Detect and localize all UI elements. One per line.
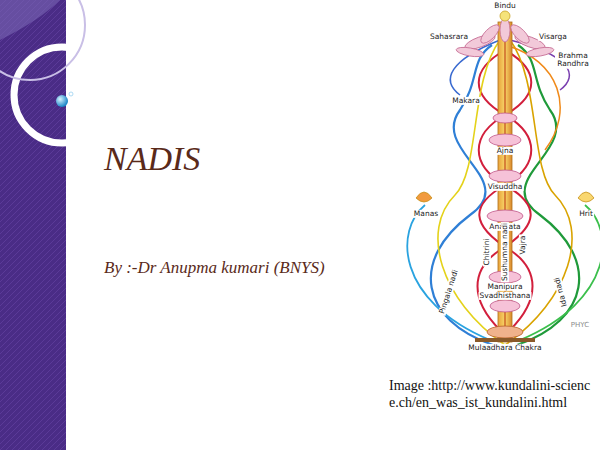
chakra-label: Ida nadi (553, 275, 569, 308)
deco-ball (56, 95, 68, 107)
chakra-label: Manipura (486, 283, 523, 291)
chakra-label: Hrit (578, 210, 594, 218)
chakra-label: Visarga (538, 33, 568, 41)
corner-shade (0, 0, 60, 40)
chakra-label: Vajra (519, 235, 527, 256)
deco-dot (69, 92, 73, 96)
chakra-label: Chitrini (483, 237, 491, 266)
chakra-label: Svadhisthana (479, 292, 532, 300)
deco-ring (0, 0, 85, 80)
chakra-label: Bindu (493, 2, 517, 10)
slide-title: NADIS (104, 140, 200, 178)
kundalini-figure (407, 11, 600, 345)
chakra-label: Sushumna nadi (501, 222, 509, 282)
image-credit: Image :http://www.kundalini-science.ch/e… (389, 378, 594, 412)
side-strip (0, 0, 66, 450)
watermark: PHYC (570, 322, 590, 330)
chakra-label: Pingala nadi (438, 268, 461, 316)
chakra-label: Visuddha (487, 183, 524, 191)
chakra-label: Makara (451, 97, 481, 105)
deco-ring (14, 47, 110, 143)
chakra-label: Ajna (496, 147, 515, 155)
author-line: By :-Dr Anupma kumari (BNYS) (104, 258, 325, 278)
chakra-label: Brahma Randhra (555, 52, 591, 69)
chakra-label: Manas (413, 210, 439, 218)
chakra-label: Mulaadhara Chakra (467, 344, 542, 352)
chakra-label: Sahasrara (429, 33, 469, 41)
